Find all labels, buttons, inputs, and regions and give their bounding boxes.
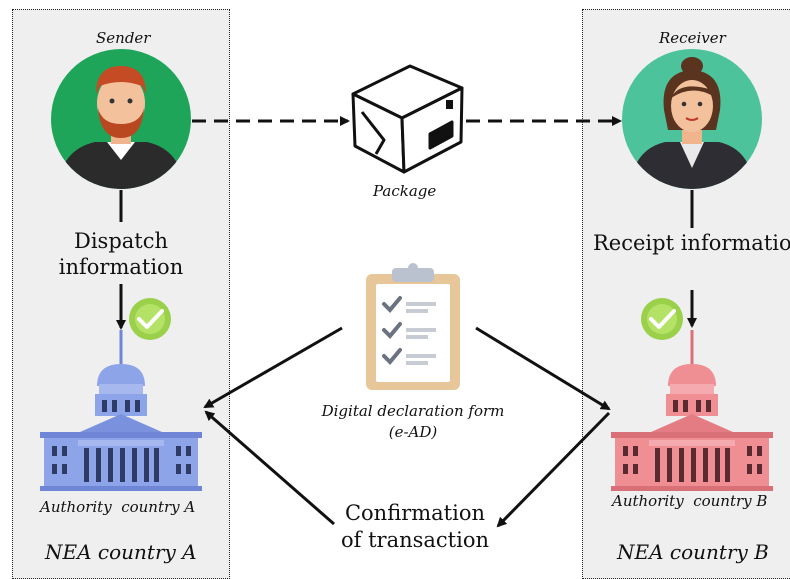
authority-a-building-icon [40,330,202,491]
dispatch-information-label: Dispatch information [54,228,188,280]
authority-b-label: Authority country B [612,492,768,510]
receiver-avatar-icon [622,49,762,189]
form-to-authority-b-arrow [475,326,611,411]
confirmation-to-authority-a-arrow [204,410,335,526]
authority-b-to-confirmation-arrow [496,411,611,528]
clipboard-icon [366,263,460,390]
digital-declaration-form-label: Digital declaration form (e-AD) [318,401,508,443]
form-line-2: (e-AD) [388,423,438,441]
sender-label: Sender [96,29,151,47]
check-icon [641,298,683,340]
receiver-label: Receiver [659,29,726,47]
confirmation-line-1: Confirmation [344,501,486,525]
package-label: Package [373,182,437,200]
authority-a-label: Authority country A [40,498,196,516]
form-to-authority-a-arrow [203,326,343,409]
dispatch-line-2: information [58,255,184,279]
nea-country-a-label: NEA country A [45,540,197,564]
check-icon [129,298,171,340]
package-icon [351,64,464,174]
authority-b-building-icon [611,330,773,491]
nea-country-b-label: NEA country B [617,540,769,564]
form-line-1: Digital declaration form [321,402,505,420]
dispatch-line-1: Dispatch [73,229,169,253]
receipt-information-label: Receipt information [593,231,790,255]
sender-avatar-icon [51,49,191,189]
confirmation-label: Confirmation of transaction [336,500,494,554]
confirmation-line-2: of transaction [341,528,489,552]
